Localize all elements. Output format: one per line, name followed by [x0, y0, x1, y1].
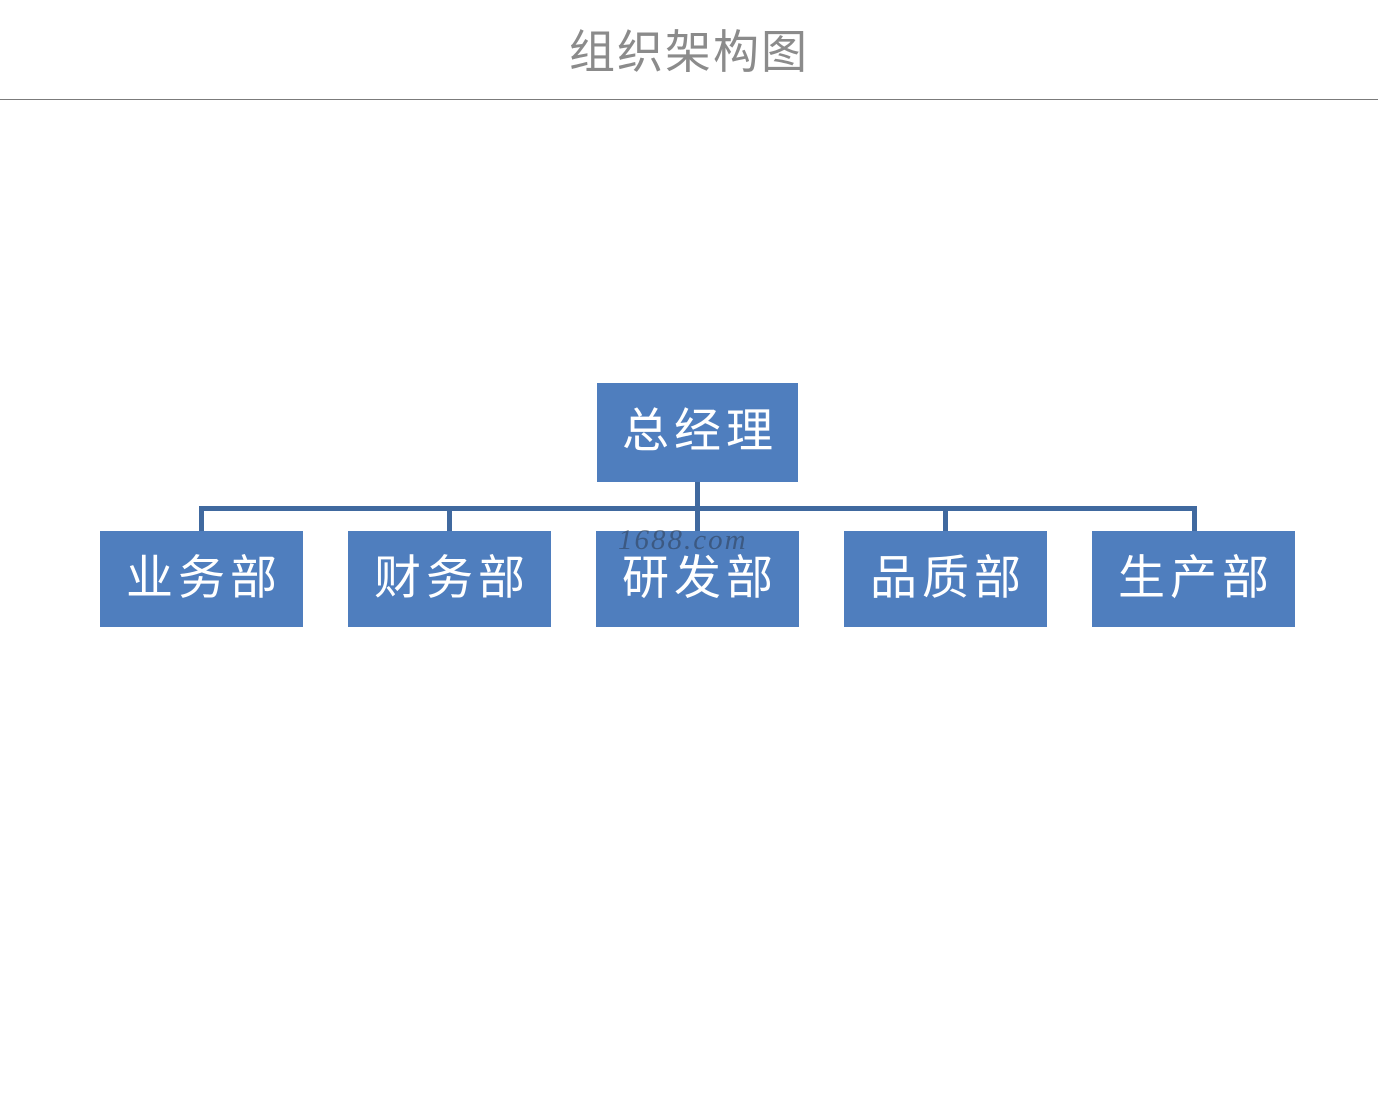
org-node-general-manager[interactable]: 总经理 — [597, 383, 798, 482]
connector-drop-rd — [695, 506, 700, 531]
connector-drop-business — [199, 506, 204, 531]
org-node-label: 业务部 — [126, 552, 282, 605]
page-title: 组织架构图 — [569, 27, 809, 78]
connector-drop-production — [1192, 506, 1197, 531]
page-header: 组织架构图 — [0, 0, 1378, 100]
org-node-quality-department[interactable]: 品质部 — [844, 531, 1047, 627]
org-chart-canvas: 总经理 业务部 财务部 研发部 品质部 生产部 1688.com — [0, 100, 1378, 1096]
org-node-rd-department[interactable]: 研发部 — [596, 531, 799, 627]
org-node-label: 品质部 — [870, 552, 1026, 605]
org-node-label: 财务部 — [374, 552, 530, 605]
org-node-label: 研发部 — [622, 552, 778, 605]
org-node-label: 生产部 — [1118, 552, 1274, 605]
org-node-production-department[interactable]: 生产部 — [1092, 531, 1295, 627]
org-node-finance-department[interactable]: 财务部 — [348, 531, 551, 627]
connector-root-stem — [695, 482, 700, 510]
connector-drop-finance — [447, 506, 452, 531]
org-node-label: 总经理 — [622, 406, 778, 458]
connector-drop-quality — [943, 506, 948, 531]
org-node-business-department[interactable]: 业务部 — [100, 531, 303, 627]
